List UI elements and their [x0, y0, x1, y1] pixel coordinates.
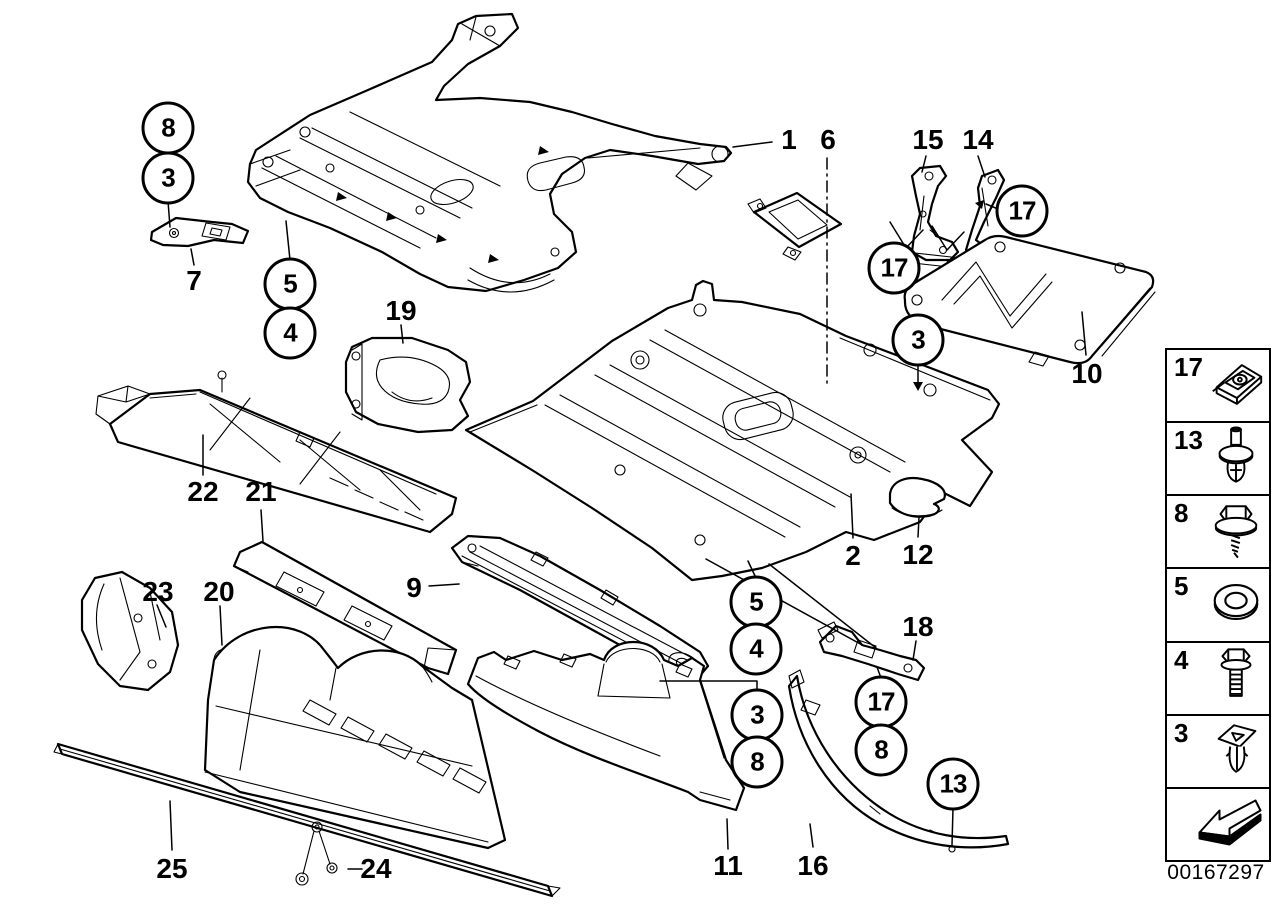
callout-15: 15 — [912, 124, 944, 155]
callout-circled-17: 17 — [995, 184, 1049, 238]
fastener-legend: 17 13 — [1165, 348, 1271, 862]
callout-24: 24 — [360, 853, 392, 884]
tapping-screw-washer-icon — [1205, 497, 1267, 566]
callout-18: 18 — [902, 611, 934, 642]
legend-item-5: 5 — [1167, 569, 1269, 643]
callout-circled-3: 3 — [730, 688, 784, 742]
callout-1: 1 — [781, 124, 797, 155]
part-drawing-12-cover-shell — [888, 477, 946, 518]
callout-circled-5: 5 — [729, 575, 783, 629]
part-drawing-16-arch-strip — [787, 669, 1010, 853]
part-drawing-21-support-beam — [232, 540, 458, 676]
washer-icon — [1205, 570, 1267, 639]
callout-14: 14 — [962, 124, 994, 155]
callout-11: 11 — [713, 850, 743, 881]
callout-6: 6 — [820, 124, 836, 155]
callout-circled-4: 4 — [729, 622, 783, 676]
part-drawing-20-spoiler-panel — [203, 625, 507, 850]
callout-circled-3: 3 — [891, 313, 945, 367]
legend-number: 5 — [1174, 571, 1189, 602]
part-drawing-6-frame-bracket — [747, 191, 843, 261]
legend-number: 8 — [1174, 498, 1189, 529]
part-drawing-23-corner-panel — [80, 570, 180, 692]
part-drawing-18-holder-bracket — [817, 621, 926, 682]
part-drawing-11-front-support — [466, 640, 746, 812]
legend-item-4: 4 — [1167, 643, 1269, 716]
callout-circled-17: 17 — [867, 241, 921, 295]
callout-22: 22 — [187, 476, 219, 507]
callout-10: 10 — [1071, 358, 1103, 389]
direction-arrow-icon — [1194, 793, 1262, 856]
expansion-rivet-icon — [1205, 424, 1267, 493]
leader-lines — [156, 141, 1087, 870]
callout-16: 16 — [797, 850, 829, 881]
callout-19: 19 — [385, 295, 417, 326]
image-id: 00167297 — [1167, 861, 1265, 884]
speed-nut-clip-icon — [1205, 351, 1267, 420]
callout-circled-8: 8 — [854, 723, 908, 777]
callout-circled-13: 13 — [926, 757, 980, 811]
callout-circled-3: 3 — [141, 151, 195, 205]
callout-circled-5: 5 — [263, 257, 317, 311]
legend-item-13: 13 — [1167, 423, 1269, 497]
part-drawing-2-centre-shield — [464, 279, 1001, 582]
part-drawing-25-sealing-strip — [53, 742, 561, 898]
callout-circled-17: 17 — [854, 675, 908, 729]
expanding-nut-icon — [1205, 717, 1267, 786]
part-drawing-24-pin-fasteners — [295, 821, 338, 886]
callout-circled-4: 4 — [263, 306, 317, 360]
callout-7: 7 — [186, 265, 202, 296]
legend-number: 3 — [1174, 717, 1189, 748]
legend-number: 17 — [1174, 352, 1203, 382]
hex-bolt-icon — [1205, 644, 1267, 713]
callout-circled-8: 8 — [141, 101, 195, 155]
legend-item-direction — [1167, 789, 1269, 860]
part-drawing-22-air-duct — [95, 370, 458, 534]
legend-number: 4 — [1174, 644, 1189, 675]
part-drawing-19-bracket-housing — [344, 336, 472, 434]
callout-12: 12 — [902, 539, 934, 570]
callout-25: 25 — [156, 853, 188, 884]
legend-number: 13 — [1174, 425, 1203, 456]
callout-21: 21 — [245, 476, 277, 507]
part-drawing-7-holder-plate — [149, 216, 250, 248]
callout-circled-8: 8 — [730, 735, 784, 789]
callout-20: 20 — [203, 576, 235, 607]
callout-9: 9 — [406, 572, 422, 603]
legend-item-8: 8 — [1167, 496, 1269, 570]
legend-item-3: 3 — [1167, 716, 1269, 789]
callout-2: 2 — [845, 540, 861, 571]
legend-item-17: 17 — [1167, 350, 1269, 424]
callout-23: 23 — [142, 576, 174, 607]
part-drawing-1-front-shield — [246, 12, 733, 293]
